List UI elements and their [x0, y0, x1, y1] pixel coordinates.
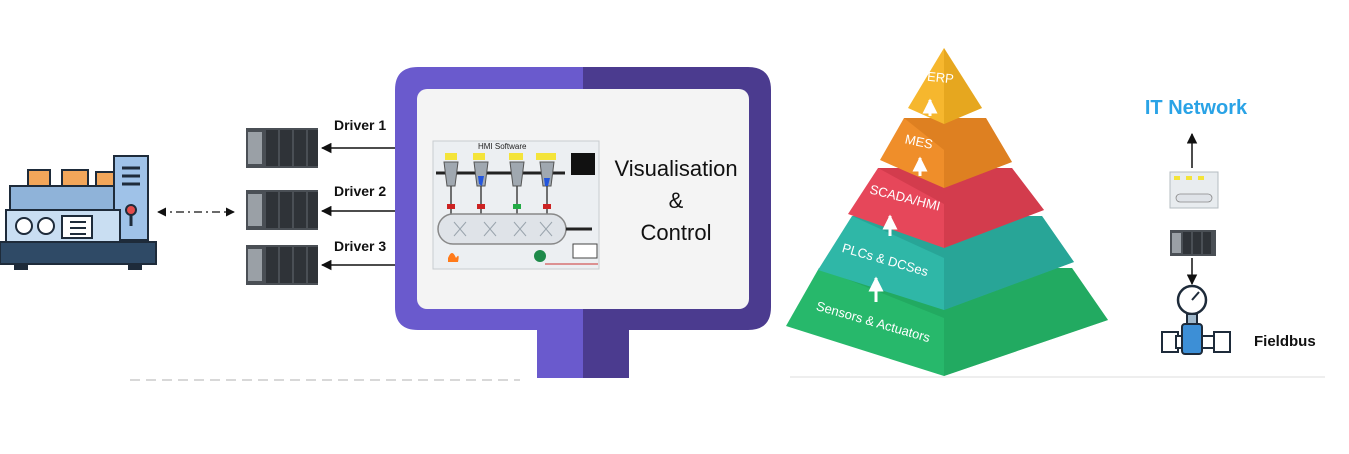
plc-device-3-icon — [246, 245, 318, 285]
control-label: Control — [641, 220, 712, 245]
driver-1-label: Driver 1 — [334, 117, 386, 133]
it-network-label: IT Network — [1145, 97, 1248, 119]
plc-device-1-icon — [246, 128, 318, 168]
pyramid-erp-label: ERP — [926, 69, 954, 87]
plc-device-2-icon — [246, 190, 318, 230]
pyramid-mes-label: MES — [904, 131, 935, 152]
hmi-thumbnail-icon — [1169, 171, 1219, 209]
fieldbus-label: Fieldbus — [1254, 333, 1316, 350]
hmi-software-title: HMI Software — [478, 142, 527, 151]
hmi-screenshot: HMI Software — [432, 140, 600, 270]
pressure-gauge-icon — [1161, 284, 1231, 355]
automation-pyramid: ERP MES SCADA/HMI PLCs & DCSes Sensors &… — [786, 48, 1108, 376]
visualisation-label: Visualisation — [614, 156, 737, 181]
plc-device-4-icon — [1170, 230, 1216, 256]
industrial-machine-icon — [0, 155, 157, 270]
ampersand-label: & — [669, 188, 684, 213]
driver-2-label: Driver 2 — [334, 183, 386, 199]
driver-3-label: Driver 3 — [334, 238, 386, 254]
